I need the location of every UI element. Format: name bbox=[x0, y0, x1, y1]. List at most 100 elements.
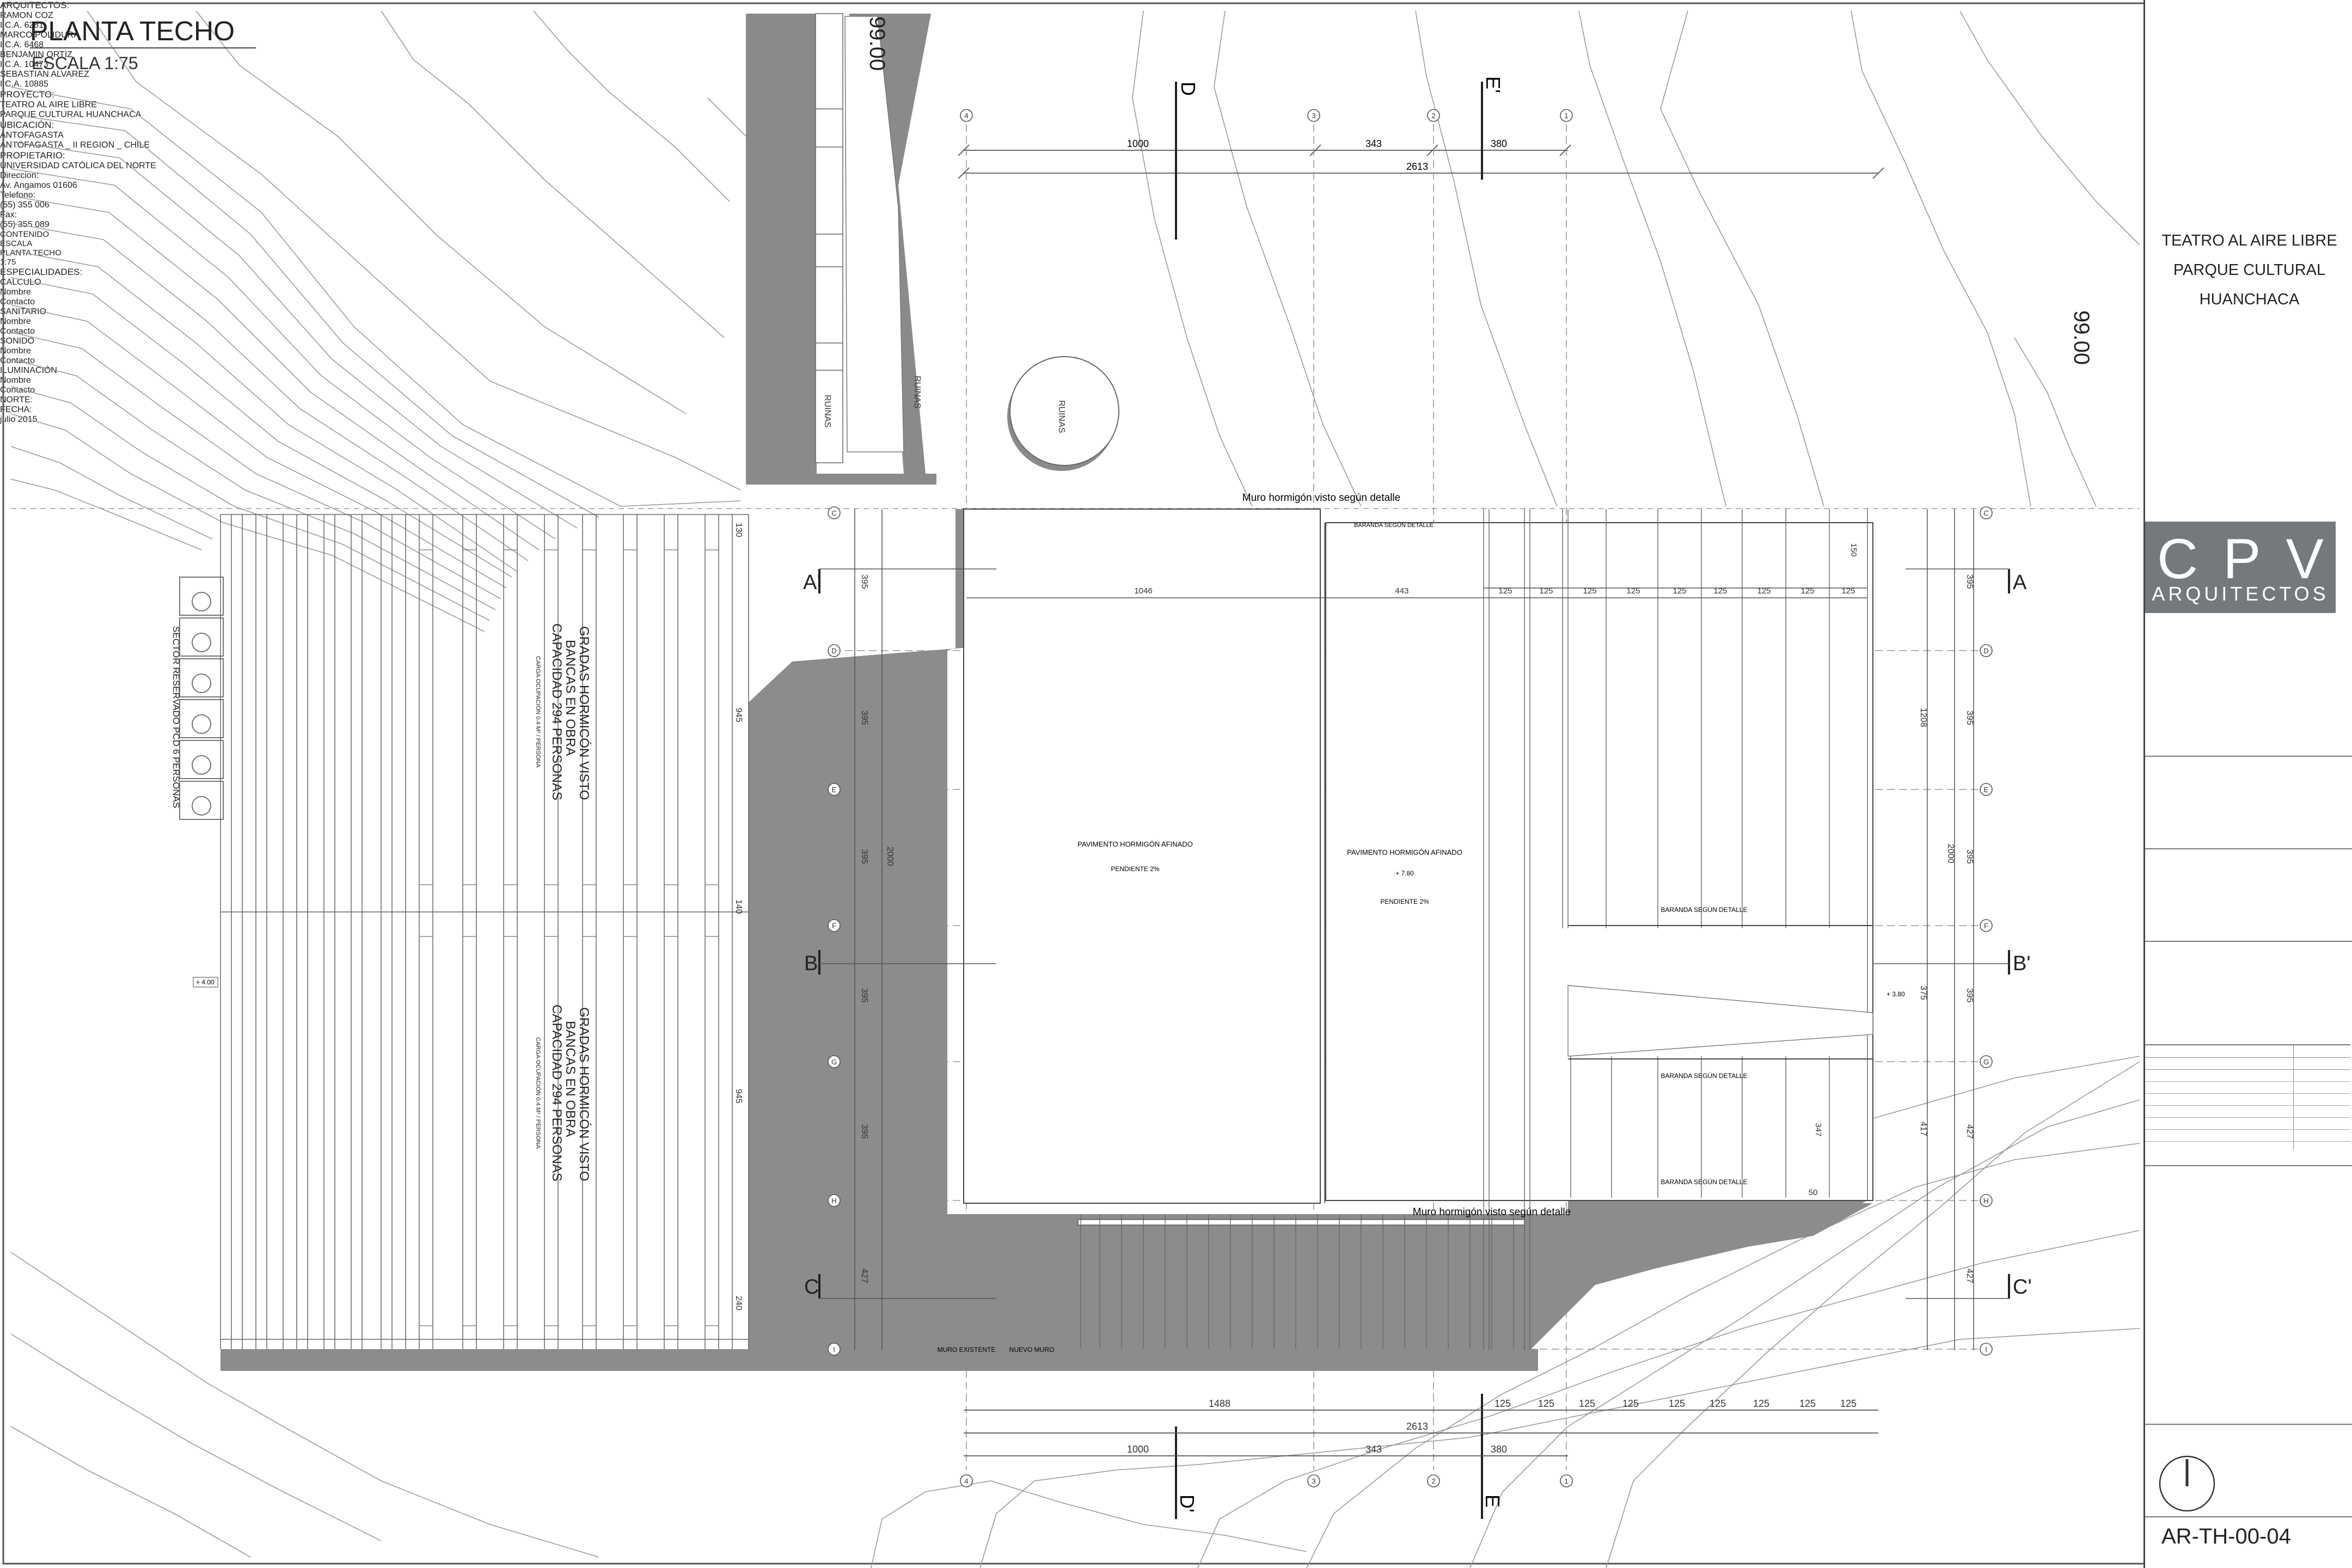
arquitecto-3-name: BENJAMIN ORTIZ bbox=[0, 50, 73, 59]
divider-especialidades bbox=[2145, 1165, 2352, 1166]
cpv-logo: CPV ARQUITECTOS bbox=[2145, 522, 2336, 613]
grid-bubbles-right bbox=[828, 506, 1993, 1356]
esp-iluminacion-nombre: Nombre bbox=[0, 376, 31, 385]
arquitecto-4-name: SEBASTIAN ALVAREZ bbox=[0, 70, 89, 79]
baranda-label-1: BARANDA SEGÚN DETALLE bbox=[1661, 905, 1747, 914]
pendiente-1: PENDIENTE 2% bbox=[1111, 865, 1160, 873]
dim-inner-125-3: 125 bbox=[1583, 586, 1596, 596]
arquitecto-1-name: RAMON COZ bbox=[0, 11, 53, 20]
fax-value: (55) 355 089 bbox=[0, 220, 50, 229]
proyecto-line2: PARQUE CULTURAL HUANCHACA bbox=[0, 110, 142, 119]
dim-bottom-1000: 1000 bbox=[1127, 1444, 1149, 1455]
stage-slab-left bbox=[963, 509, 1321, 1204]
left-dimension-lines bbox=[854, 509, 883, 1350]
dim-top-380: 380 bbox=[1491, 138, 1507, 149]
ubicacion-line1: ANTOFAGASTA bbox=[0, 131, 64, 140]
section-mark-d-top: D bbox=[1177, 82, 1199, 96]
proyecto-line1: TEATRO AL AIRE LIBRE bbox=[0, 100, 97, 109]
sheet-scale: ESCALA 1:75 bbox=[32, 53, 138, 73]
dim-inner-125-8: 125 bbox=[1800, 586, 1814, 596]
dim-inner-1046: 1046 bbox=[1134, 586, 1152, 596]
arquitecto-1-ica: I.C.A. 6281 bbox=[0, 21, 44, 30]
gradas-carga-1: CARGA OCUPACIÓN 0.4 M² / PERSONA bbox=[535, 656, 542, 768]
right-dimension-lines bbox=[1927, 509, 1974, 1350]
dim-left-427: 427 bbox=[860, 1269, 869, 1283]
grid-g-right: G bbox=[1983, 1058, 1989, 1066]
baranda-label-4: BARANDA SEGÚN DETALLE bbox=[1354, 522, 1434, 529]
grid-h-right: H bbox=[1983, 1197, 1988, 1205]
nuevo-muro-label: NUEVO MURO bbox=[1009, 1346, 1055, 1353]
dim-inner-125-1: 125 bbox=[1498, 586, 1512, 596]
inner-dimension-lines bbox=[966, 587, 1867, 598]
drawing-canvas: RUINAS RUINAS RUINAS 99.00 99.00 1000 34… bbox=[2, 2, 2143, 1568]
dim-bottom-343: 343 bbox=[1365, 1444, 1382, 1455]
ruins-label-2: RUINAS bbox=[912, 376, 922, 408]
dim-inner-125-9: 125 bbox=[1841, 586, 1855, 596]
stage-slab-right bbox=[1325, 522, 1873, 1201]
project-header-line3: HUANCHACA bbox=[2199, 291, 2300, 308]
especialidades-label: ESPECIALIDADES: bbox=[0, 267, 83, 277]
fecha-label: FECHA: bbox=[0, 405, 32, 414]
esp-sanitario-nombre: Nombre bbox=[0, 317, 31, 326]
grid-g-left: G bbox=[831, 1058, 837, 1066]
level-4-00: + 4.00 bbox=[196, 978, 215, 986]
propietario-label: PROPIETARIO: bbox=[0, 150, 65, 161]
dim-right-395-4: 395 bbox=[1965, 988, 1974, 1003]
grid-e-right: E bbox=[1984, 786, 1989, 794]
section-mark-c-left: C bbox=[804, 1276, 819, 1298]
contenido-label: CONTENIDO bbox=[0, 230, 49, 239]
dim-gradas-140: 140 bbox=[734, 899, 743, 914]
dim-bottom-380: 380 bbox=[1491, 1444, 1507, 1455]
dim-right-395-1: 395 bbox=[1965, 574, 1974, 589]
esp-calculo-title: CALCULO bbox=[0, 278, 41, 287]
arquitecto-3-ica: I.C.A. 10473 bbox=[0, 60, 48, 69]
telefono-value: (55) 355 006 bbox=[0, 200, 50, 210]
dim-right-395-2: 395 bbox=[1965, 710, 1974, 725]
logo-main: CPV bbox=[2157, 528, 2349, 591]
arquitecto-4-ica: I.C.A. 10885 bbox=[0, 79, 48, 89]
stage-edges bbox=[1483, 509, 1868, 1350]
grid-f-right: F bbox=[1984, 922, 1988, 930]
gradas-title-1: GRADAS HORMICÓN VISTO bbox=[577, 626, 591, 800]
section-mark-b-right: B' bbox=[2013, 952, 2031, 975]
section-marks-de bbox=[1175, 82, 1483, 1519]
north-arrow-icon bbox=[2159, 1455, 2215, 1512]
direccion-label: Direccion: bbox=[0, 171, 39, 180]
contour-label: 99.00 bbox=[2069, 310, 2093, 365]
section-mark-a-left: A' bbox=[803, 571, 821, 594]
grid-d-left: D bbox=[831, 647, 836, 655]
grid-i-left: I bbox=[833, 1345, 835, 1353]
project-header-line2: PARQUE CULTURAL bbox=[2173, 261, 2326, 279]
dim-left-395-3: 395 bbox=[860, 849, 869, 864]
top-dimensions bbox=[958, 144, 1884, 179]
dim-bottom-125-1: 125 bbox=[1494, 1398, 1511, 1409]
dim-left-2000: 2000 bbox=[885, 847, 895, 866]
pavimento-1: PAVIMENTO HORMIGÓN AFINADO bbox=[1077, 840, 1193, 848]
dim-gradas-240: 240 bbox=[734, 1296, 743, 1310]
pavimento-2: PAVIMENTO HORMIGÓN AFINADO bbox=[1347, 848, 1462, 856]
bench-boxes bbox=[419, 549, 719, 1326]
divider-proyecto bbox=[2145, 756, 2352, 757]
section-mark-e-top: E' bbox=[1482, 76, 1504, 93]
stair-treads bbox=[1077, 1219, 1525, 1226]
dim-inner-125-7: 125 bbox=[1757, 586, 1771, 596]
dim-inner-125-5: 125 bbox=[1673, 586, 1686, 596]
grid-label-2-bottom: 2 bbox=[1431, 1477, 1435, 1485]
grid-i-right: I bbox=[1985, 1345, 1987, 1353]
dim-bottom-125-4: 125 bbox=[1622, 1398, 1639, 1409]
dim-left-395-4: 395 bbox=[860, 988, 869, 1003]
dim-inner-125-6: 125 bbox=[1713, 586, 1727, 596]
section-mark-d-bottom: D' bbox=[1176, 1494, 1198, 1512]
ubicacion-label: UBICACIÓN: bbox=[0, 120, 54, 130]
sheet-border bbox=[2, 2, 2143, 1565]
sheet-title: PLANTA TECHO bbox=[30, 16, 235, 46]
title-block-content: ARQUITECTOS: RAMON COZ I.C.A. 6281 MARCO… bbox=[0, 0, 2352, 1517]
muro-label-bottom: Muro hormigón visto según detalle bbox=[1413, 1206, 1571, 1218]
wheelchair-icons bbox=[179, 577, 224, 820]
gradas-sub2-1: CAPACIDAD 294 PERSONAS bbox=[549, 623, 564, 800]
esp-sonido-title: SONIDO bbox=[0, 336, 35, 346]
dim-bottom-125-5: 125 bbox=[1669, 1398, 1685, 1409]
gradas-title-2: GRADAS HORMICÓN VISTO bbox=[577, 1007, 591, 1181]
dim-inner-50: 50 bbox=[1809, 1188, 1818, 1197]
